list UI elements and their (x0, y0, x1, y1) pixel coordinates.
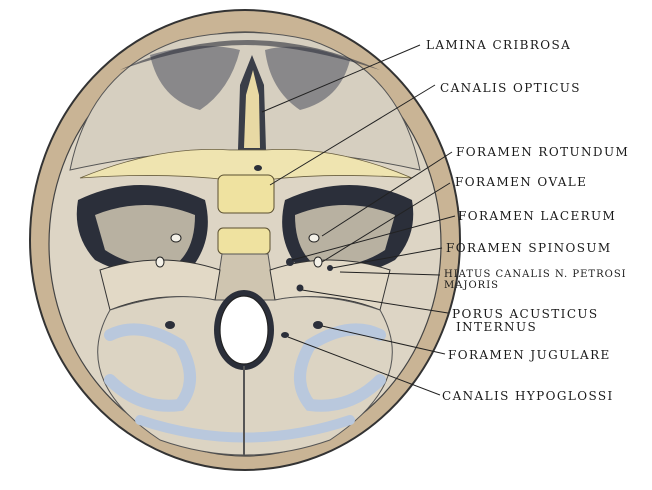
label-hiatus-line2: MAJORIS (444, 280, 499, 291)
label-foramen-spinosum: FORAMEN SPINOSUM (446, 241, 612, 255)
label-foramen-rotundum: FORAMEN ROTUNDUM (456, 145, 629, 159)
label-hiatus-line1: HIATUS CANALIS N. PETROSI (444, 269, 627, 280)
anterior-fossa-rim-shadow (120, 40, 380, 70)
leader-foramen-ovale (321, 182, 451, 263)
foramen-magnum (219, 295, 269, 365)
label-canalis-opticus: CANALIS OPTICUS (440, 81, 581, 95)
sella-turcica (217, 174, 275, 214)
petrous-ridge-left (99, 259, 221, 311)
leader-foramen-jugulare (321, 325, 446, 355)
label-porus-line2: INTERNUS (456, 320, 537, 334)
optic-canal-marker (254, 165, 262, 171)
foramen-rotundum-right (308, 233, 320, 243)
leader-foramen-lacerum (291, 215, 456, 261)
sinus-groove-left (104, 323, 196, 412)
anterior-fossa-shadow-right (265, 46, 350, 110)
hypoglossal-canal-right (281, 332, 289, 338)
lamina-cribrosa-highlight (244, 70, 260, 148)
foramen-spinosum-right (327, 265, 333, 271)
dorsum-sellae (217, 227, 271, 255)
middle-fossa-left-floor (95, 205, 195, 266)
porus-acusticus-right (296, 284, 304, 292)
jugular-foramen-right (313, 321, 323, 329)
label-foramen-jugulare: FORAMEN JUGULARE (448, 348, 611, 362)
leader-hiatus (339, 271, 441, 276)
leader-lamina-cribrosa (261, 44, 421, 113)
middle-fossa-right-floor (295, 205, 395, 266)
label-lamina-cribrosa: LAMINA CRIBROSA (426, 38, 571, 52)
label-foramen-lacerum: FORAMEN LACERUM (458, 209, 616, 223)
leader-foramen-spinosum (331, 247, 443, 269)
anterior-fossa-shadow-left (150, 46, 240, 110)
foramen-rotundum-left (170, 233, 182, 243)
sinus-groove-right (294, 323, 386, 412)
jugular-foramen-left (165, 321, 175, 329)
leader-canalis-opticus (269, 84, 436, 186)
foramen-ovale-left (155, 256, 165, 268)
label-canalis-hypoglossi: CANALIS HYPOGLOSSI (442, 389, 614, 403)
foramen-lacerum-right (286, 258, 294, 266)
leader-foramen-rotundum (321, 151, 453, 237)
label-foramen-ovale: FORAMEN OVALE (455, 175, 587, 189)
label-porus-line1: PORUS ACUSTICUS (452, 307, 599, 321)
leader-porus-acusticus (301, 289, 449, 314)
foramen-ovale-right (313, 256, 323, 268)
leader-canalis-hypoglossi (287, 336, 441, 396)
